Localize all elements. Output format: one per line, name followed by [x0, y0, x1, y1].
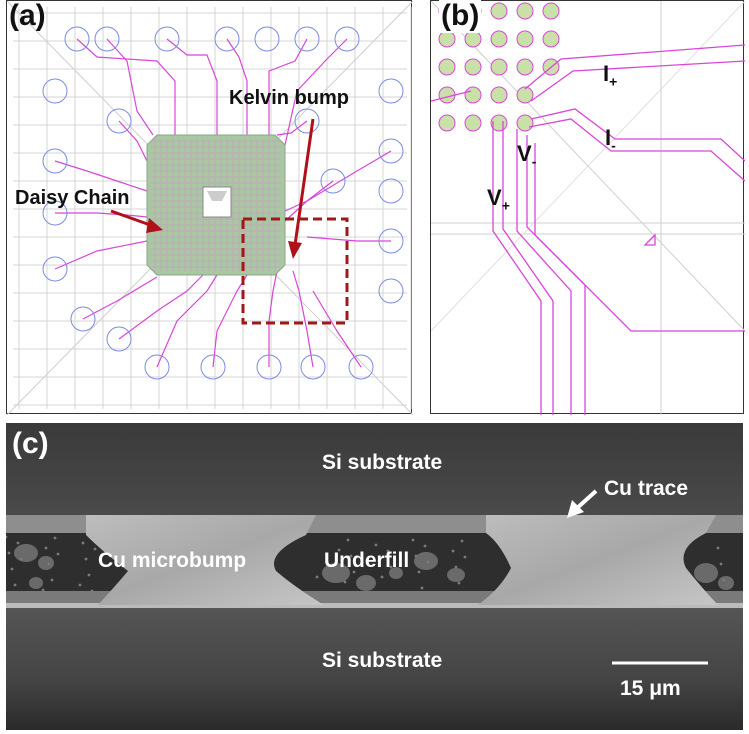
panel-c-label: (c) [12, 427, 49, 460]
v-plus-label: V+ [487, 185, 510, 213]
kelvin-bump-annotation: Kelvin bump [229, 87, 350, 109]
v-plus-text: V [487, 185, 502, 210]
cu-trace-arrow [567, 489, 598, 518]
si-substrate-top-region [6, 423, 743, 515]
i-minus-sub: - [611, 137, 616, 154]
panel-c-sem-image [6, 423, 743, 730]
underfill-particles [6, 535, 734, 595]
panel-a-label: (a) [9, 0, 46, 32]
v-minus-sub: - [531, 153, 537, 170]
i-minus-text: I [605, 125, 612, 150]
cu-microbump-label: Cu microbump [98, 549, 247, 572]
underfill-label: Underfill [324, 549, 410, 572]
daisy-chain-annotation: Daisy Chain [15, 187, 130, 209]
daisy-chain-arrow [110, 209, 163, 233]
cu-microbump-right [478, 515, 718, 605]
i-minus-label: I- [605, 125, 616, 153]
microbump-array [438, 2, 560, 132]
si-substrate-bottom-region [6, 608, 743, 730]
i-plus-sub: + [609, 73, 618, 90]
si-substrate-bottom-label: Si substrate [322, 649, 443, 672]
probe-pads [42, 26, 404, 380]
i-plus-label: I+ [603, 61, 617, 89]
panel-b-kelvin-zoom: (b) I+ I- V- V+ [430, 0, 745, 415]
cu-microbump-left [86, 515, 324, 605]
panel-c-cross-section: (c) Si substrate Cu trace Cu microbump U… [6, 423, 743, 730]
si-substrate-top-label: Si substrate [322, 451, 443, 474]
scalebar-label: 15 μm [620, 677, 681, 700]
v-minus-text: V [517, 141, 532, 166]
bond-interface [6, 603, 743, 608]
kelvin-region-box [241, 217, 349, 325]
kelvin-traces [431, 44, 745, 415]
i-plus-text: I [603, 61, 610, 86]
cu-trace-label: Cu trace [604, 477, 689, 500]
panel-a-layout: (a) Daisy Chain Kelvin bump [6, 0, 413, 415]
panel-b-label: (b) [439, 0, 482, 33]
die-center-pyramid [207, 191, 227, 201]
panel-b-drawing [431, 1, 745, 415]
v-plus-sub: + [501, 197, 510, 214]
zoom-grid [431, 1, 745, 415]
panel-a-drawing [7, 1, 413, 415]
kelvin-bump-arrow [288, 118, 315, 259]
v-minus-label: V- [517, 141, 536, 169]
die-mesh [151, 139, 281, 271]
